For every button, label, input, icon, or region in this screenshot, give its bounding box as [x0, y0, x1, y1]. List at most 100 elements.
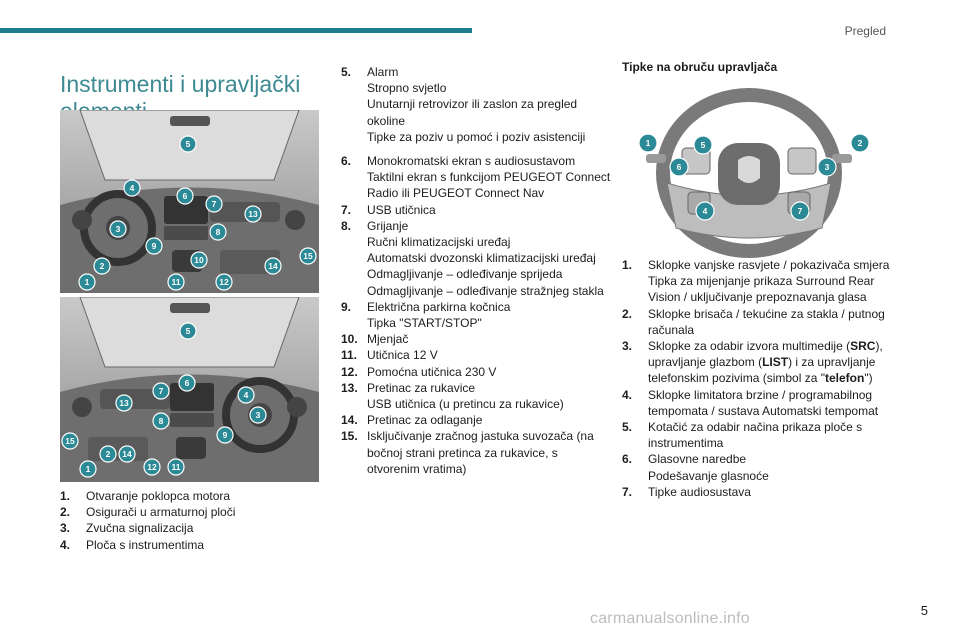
callout-label: 2	[106, 449, 111, 459]
legend-item-text: Odmagljivanje – odleđivanje sprijeda	[367, 267, 563, 282]
callout-marker	[118, 445, 136, 463]
legend-item-number: 7.	[341, 202, 352, 217]
callout-marker	[179, 322, 197, 340]
legend-item-number: 13.	[341, 380, 358, 395]
callout-marker	[237, 386, 255, 404]
legend-item-text: Utičnica 12 V	[367, 348, 438, 363]
callout-marker	[209, 223, 227, 241]
callout-label: 9	[152, 241, 157, 251]
callout-marker	[179, 135, 197, 153]
callout-label: 1	[86, 464, 91, 474]
legend-item-text: Ploča s instrumentima	[86, 537, 205, 552]
legend-item-number: 10.	[341, 332, 358, 347]
callout-label: 4	[130, 183, 135, 193]
callout-label: 12	[147, 462, 157, 472]
legend-item: 4. Sklopke limitatora brzine / programabi…	[622, 387, 892, 419]
callout-label: 3	[116, 224, 121, 234]
legend-item-number: 6.	[341, 154, 352, 169]
callout-marker	[790, 201, 810, 221]
legend-item-number: 3.	[622, 339, 633, 354]
legend-item-number: 15.	[341, 429, 358, 444]
callout-label: 3	[256, 410, 261, 420]
legend-item-text: Zvučna signalizacija	[86, 521, 194, 536]
legend-item-number: 1.	[60, 489, 71, 503]
legend-item-number: 1.	[622, 258, 633, 272]
callout-label: 13	[248, 209, 258, 219]
callout-label: 12	[219, 277, 229, 287]
callout-marker	[205, 195, 223, 213]
callout-marker	[817, 157, 837, 177]
callout-label: 2	[100, 261, 105, 271]
legend-item: 2.Sklopke brisača / tekućine za stakla /…	[622, 306, 892, 338]
legend-item-text: Tipka "START/STOP"	[367, 316, 482, 331]
legend-item: 7.Tipke audiosustava	[622, 484, 892, 500]
legend-item-text: USB utičnica (u pretincu za rukavice)	[367, 397, 564, 412]
callout-label: 15	[65, 436, 75, 446]
legend-item-text: Taktilni ekran s funkcijom PEUGEOT Conne…	[367, 170, 611, 201]
steering-heading: Tipke na obruču upravljača	[622, 60, 778, 74]
callout-marker	[216, 426, 234, 444]
legend-item-number: 2.	[60, 505, 71, 520]
callout-marker	[850, 133, 870, 153]
legend-item-number: 14.	[341, 413, 358, 428]
callout-label: 6	[183, 191, 188, 201]
legend-item-text: Otvaranje poklopca motora	[86, 489, 231, 503]
legend-item-number: 11.	[341, 348, 358, 363]
callout-marker	[167, 458, 185, 476]
legend-item-number: 4.	[622, 387, 633, 402]
legend-item-text: USB utičnica	[367, 202, 436, 217]
callout-marker	[152, 412, 170, 430]
callout-label: 7	[159, 386, 164, 396]
legend-item-number: 2.	[622, 306, 633, 321]
legend-item-number: 12.	[341, 364, 358, 379]
legend-item-text: Sklopke za odabir izvora multimedije (SR…	[648, 339, 883, 386]
legend-item-text: Pretinac za odlaganje	[367, 413, 483, 428]
legend-item: 7. USB utičnica	[341, 202, 611, 218]
callout-marker	[79, 460, 97, 478]
callout-marker	[99, 445, 117, 463]
callout-marker	[176, 187, 194, 205]
section-label: Pregled	[844, 24, 886, 38]
callout-label: 15	[303, 251, 313, 261]
legend-item: 11. Utičnica 12 V	[341, 347, 611, 363]
callout-label: 6	[185, 378, 190, 388]
callout-label: 10	[194, 255, 204, 265]
callout-marker	[695, 201, 715, 221]
callout-marker	[693, 135, 713, 155]
legend-item: 4.Ploča s instrumentima	[60, 537, 320, 553]
callout-marker	[143, 458, 161, 476]
legend-item: 2.Osigurači u armaturnoj ploči	[60, 504, 320, 520]
callout-label: 9	[223, 430, 228, 440]
legend-item-text: Odmagljivanje – odleđivanje stražnjeg st…	[367, 283, 604, 298]
callout-marker	[215, 273, 233, 291]
legend-list-right: 1.Sklopke vanjske rasvjete / pokazivača …	[622, 257, 892, 500]
callout-marker	[167, 273, 185, 291]
legend-item: 14. Pretinac za odlaganje	[341, 412, 611, 428]
callout-label: 11	[172, 462, 181, 472]
callout-label: 7	[212, 199, 217, 209]
callout-marker	[249, 406, 267, 424]
header-accent-bar	[0, 28, 472, 33]
callout-label: 4	[703, 206, 708, 216]
legend-item-text: Sklopke limitatora brzine / programabiln…	[648, 387, 879, 418]
legend-item-text: Unutarnji retrovizor ili zaslon za pregl…	[367, 97, 578, 128]
legend-item-text: Tipka za mijenjanje prikaza Surround Rea…	[648, 274, 875, 305]
callout-label: 5	[186, 139, 191, 149]
callout-label: 6	[677, 162, 682, 172]
callout-marker	[638, 133, 658, 153]
legend-item: 15.Isključivanje zračnog jastuka suvozač…	[341, 428, 611, 477]
callout-marker	[244, 205, 262, 223]
callout-label: 5	[701, 140, 706, 150]
legend-item-text: Tipke audiosustava	[648, 484, 751, 499]
legend-item-text: Monokromatski ekran s audiosustavom	[367, 154, 576, 169]
legend-item-text: Stropno svjetlo	[367, 81, 447, 96]
